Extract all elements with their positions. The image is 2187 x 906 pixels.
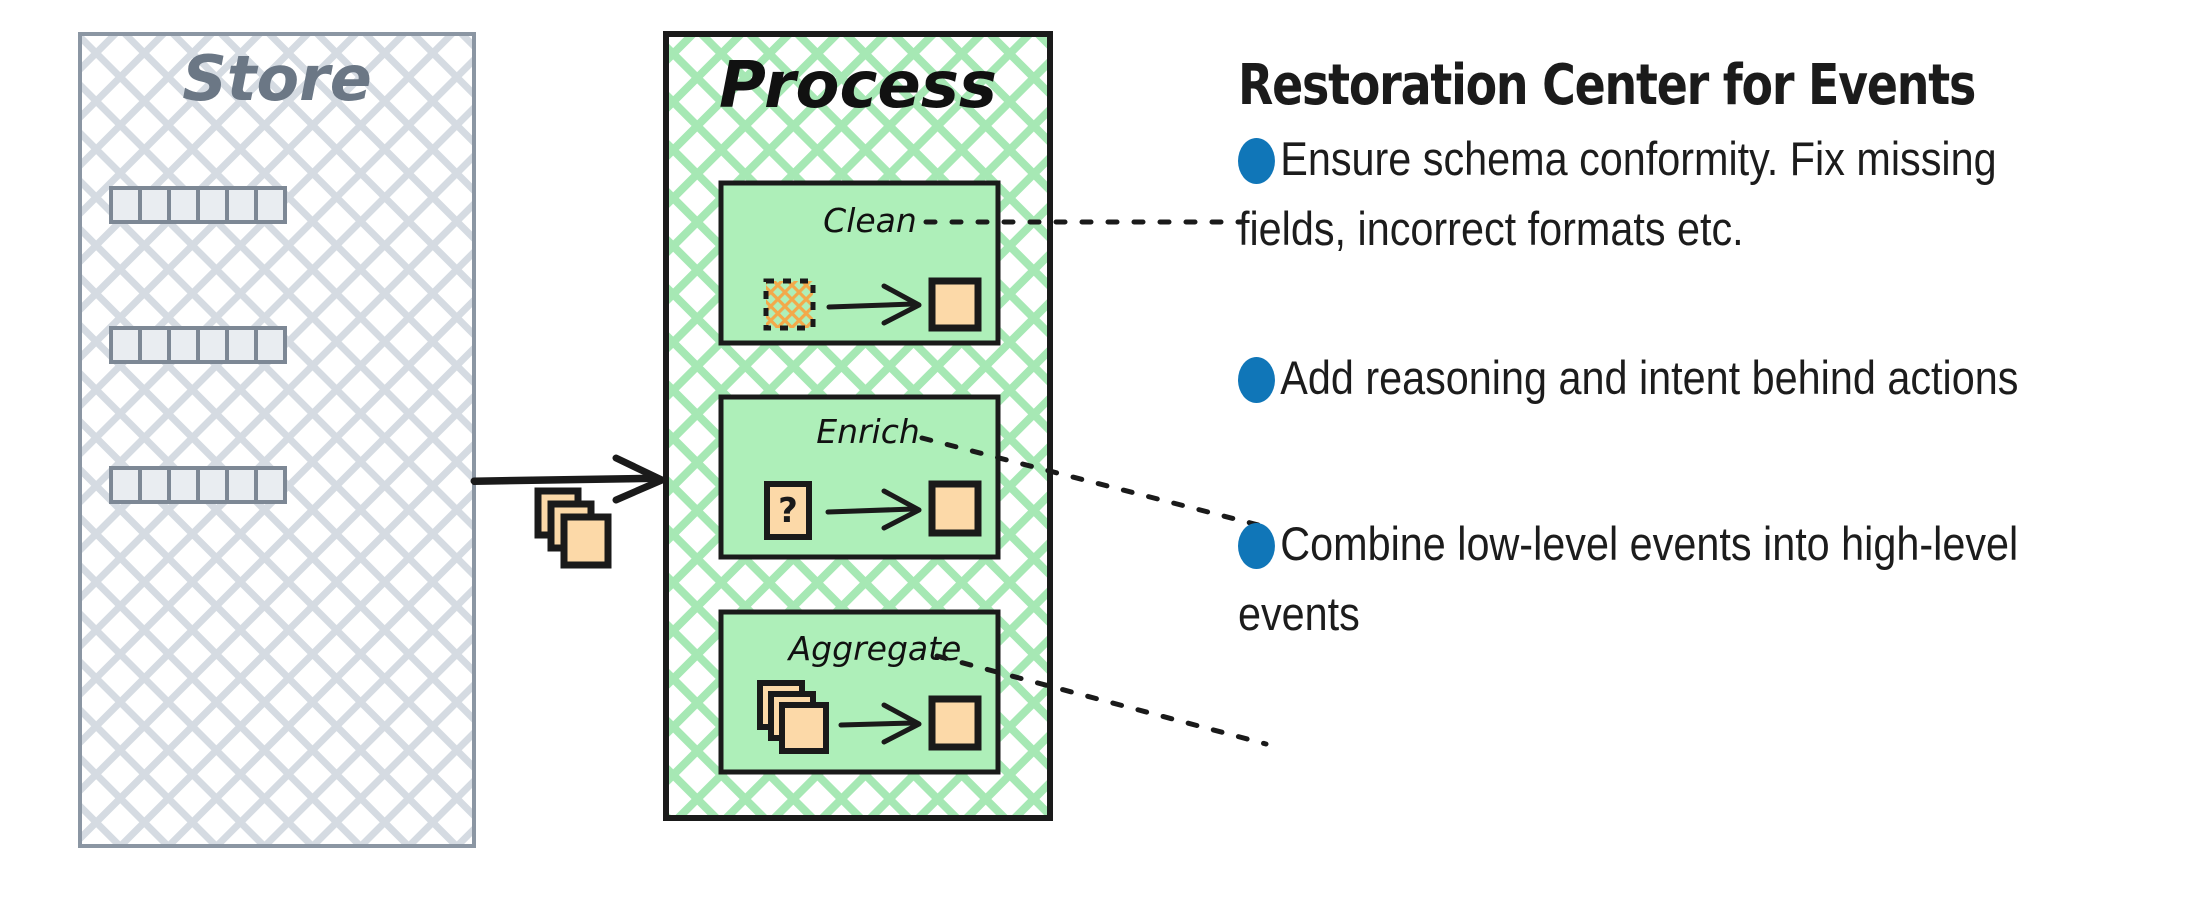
list-item-rest: Fix missing fields, incorrect formats et…	[1238, 132, 1997, 255]
process-step-aggregate[interactable]: Aggregate	[718, 609, 1269, 775]
step-label-enrich: Enrich	[816, 412, 920, 451]
step-label-clean: Clean	[823, 201, 917, 240]
orange-square-icon	[928, 480, 982, 537]
list-item: Ensure schema conformity. Fix missing fi…	[1238, 124, 2058, 264]
question-square-icon: ?	[764, 481, 812, 540]
store-row	[109, 326, 287, 364]
store-row	[109, 466, 287, 504]
orange-square-icon	[928, 277, 982, 332]
list-item-rest: behind actions	[1740, 351, 2019, 404]
notes-panel: Restoration Center for Events Ensure sch…	[1238, 58, 2158, 858]
process-step-clean[interactable]: Clean	[718, 180, 1245, 346]
bullet-dot-icon	[1238, 138, 1275, 184]
store-row	[109, 186, 287, 224]
step-label-aggregate: Aggregate	[787, 629, 962, 668]
store-panel: Store	[78, 32, 476, 848]
list-item: Add reasoning and intent behind actions	[1238, 343, 2058, 413]
list-item-lead: Combine low-level events	[1280, 517, 1752, 570]
store-panel-title: Store	[182, 42, 372, 115]
store-panel-frame	[78, 32, 476, 848]
process-step-enrich[interactable]: Enrich ?	[718, 394, 1269, 560]
process-panel-title: Process	[719, 49, 997, 123]
stacked-squares-icon	[757, 680, 829, 754]
bullet-dot-icon	[1238, 523, 1275, 569]
page-title: Restoration Center for Events	[1238, 53, 1976, 118]
bullet-dot-icon	[1238, 357, 1275, 403]
leader-line-aggregate	[934, 653, 1269, 747]
list-item-lead: Add reasoning and intent	[1280, 351, 1741, 404]
orange-square-icon	[928, 695, 982, 751]
stacked-events-icon	[534, 487, 612, 569]
list-item-rest: into high-level events	[1238, 517, 2019, 640]
store-to-process-arrow	[470, 454, 666, 504]
process-panel: Process Clean Enrich	[663, 31, 1269, 821]
leader-line-enrich	[919, 435, 1269, 530]
list-item: Combine low-level events into high-level…	[1238, 509, 2058, 649]
list-item-lead: Ensure schema conformity.	[1280, 132, 1779, 185]
hatched-dashed-square-icon	[763, 278, 816, 331]
svg-text:?: ?	[778, 491, 798, 531]
